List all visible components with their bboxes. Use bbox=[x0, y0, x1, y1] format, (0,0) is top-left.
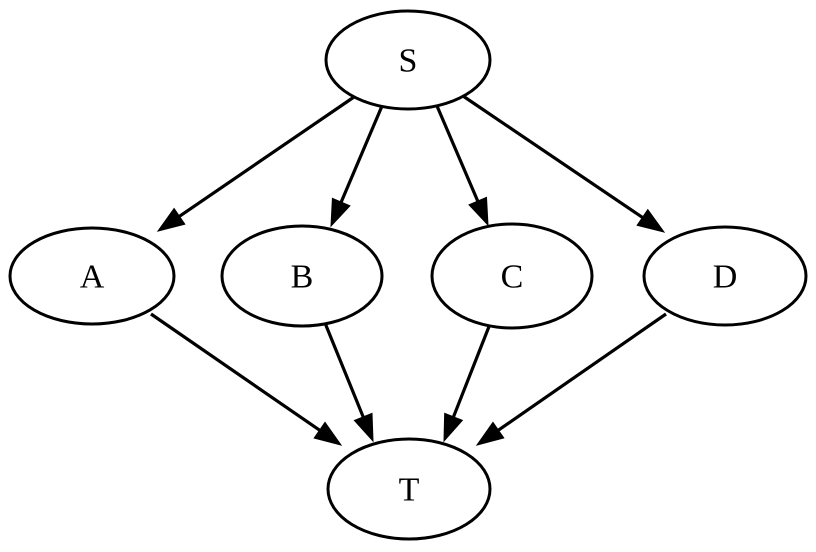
node-ellipse[interactable] bbox=[220, 224, 384, 328]
node-label: C bbox=[501, 259, 524, 296]
node-t[interactable]: T bbox=[326, 437, 492, 541]
edge-line bbox=[178, 95, 355, 218]
edge-line bbox=[452, 323, 492, 418]
edges-layer bbox=[150, 94, 667, 446]
arrowhead-icon bbox=[636, 208, 666, 233]
edge-s-to-a bbox=[156, 95, 355, 232]
node-label: A bbox=[80, 259, 105, 296]
edge-line bbox=[497, 312, 667, 432]
node-label: T bbox=[399, 472, 420, 509]
edge-s-to-d bbox=[462, 94, 666, 233]
arrowhead-icon bbox=[330, 197, 351, 228]
edge-a-to-t bbox=[150, 312, 343, 446]
node-ellipse[interactable] bbox=[8, 226, 176, 326]
node-label: B bbox=[291, 259, 314, 296]
edge-line bbox=[150, 312, 321, 432]
arrowhead-icon bbox=[156, 207, 186, 232]
node-ellipse[interactable] bbox=[324, 9, 492, 111]
node-ellipse[interactable] bbox=[326, 437, 492, 541]
node-ellipse[interactable] bbox=[430, 222, 594, 330]
nodes-layer: S A B C D T bbox=[8, 9, 808, 541]
edge-s-to-c bbox=[435, 105, 489, 227]
node-label: D bbox=[713, 259, 738, 296]
node-d[interactable]: D bbox=[642, 225, 808, 327]
edge-b-to-t bbox=[323, 322, 374, 443]
edge-s-to-b bbox=[330, 105, 384, 228]
node-label: S bbox=[399, 43, 418, 80]
node-c[interactable]: C bbox=[430, 222, 594, 330]
edge-d-to-t bbox=[475, 312, 667, 446]
arrowhead-icon bbox=[468, 196, 489, 227]
node-s[interactable]: S bbox=[324, 9, 492, 111]
node-ellipse[interactable] bbox=[642, 225, 808, 327]
edge-line bbox=[339, 105, 384, 203]
node-b[interactable]: B bbox=[220, 224, 384, 328]
arrowhead-icon bbox=[475, 421, 505, 446]
edge-line bbox=[323, 322, 365, 418]
edge-c-to-t bbox=[443, 323, 492, 443]
edge-line bbox=[462, 94, 644, 219]
arrowhead-icon bbox=[353, 412, 374, 443]
edge-line bbox=[435, 105, 480, 202]
arrowhead-icon bbox=[443, 412, 464, 443]
node-a[interactable]: A bbox=[8, 226, 176, 326]
arrowhead-icon bbox=[313, 421, 343, 446]
